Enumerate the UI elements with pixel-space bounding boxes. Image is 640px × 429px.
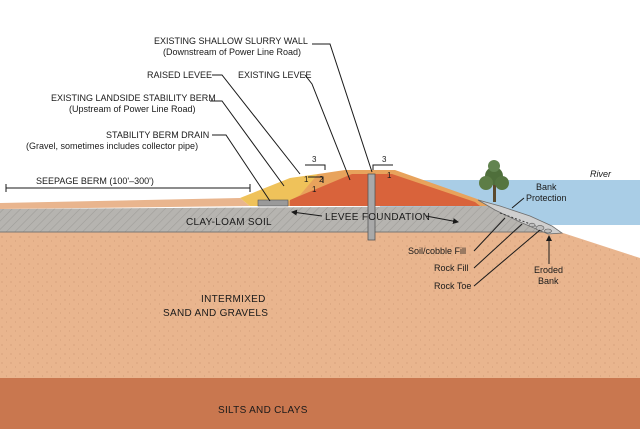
leader-rock-fill: [473, 223, 523, 269]
eroded-bank-line: [499, 212, 549, 232]
arrow-foundation-left: [291, 209, 323, 217]
label-slurry-wall: EXISTING SHALLOW SLURRY WALL: [154, 36, 308, 46]
leader-raised-levee: [212, 74, 301, 175]
label-river: River: [590, 169, 612, 179]
label-silts-clays: SILTS AND CLAYS: [218, 405, 308, 416]
label-levee-foundation: LEVEE FOUNDATION: [325, 212, 430, 223]
label-raised-levee: RAISED LEVEE: [147, 70, 212, 80]
clay-loam-hatch: [0, 206, 560, 232]
slope-inner-3: 1: [312, 185, 317, 194]
label-soil-cobble: Soil/cobble Fill: [408, 246, 466, 256]
slope-inner-1: 1: [304, 175, 309, 184]
leader-landside-berm: [210, 100, 285, 187]
slope-marks: 3 3 2 1 1 1: [304, 155, 393, 194]
leader-existing-levee: [304, 74, 351, 181]
leader-bank-protection: [511, 197, 525, 209]
label-clay-loam: CLAY-LOAM SOIL: [186, 217, 272, 228]
leader-soil-cobble: [473, 217, 506, 252]
slope-top-right: 3: [382, 155, 387, 164]
label-eroded-bank-1: Eroded: [534, 265, 563, 275]
label-seepage-berm: SEEPAGE BERM (100'–300'): [36, 176, 154, 186]
sand-speckle: [0, 232, 640, 378]
slope-outer-1: 1: [387, 171, 392, 180]
slope-top-left: 3: [312, 155, 317, 164]
label-intermixed-1: INTERMIXED: [201, 294, 266, 305]
existing-levee-shape: [290, 174, 480, 206]
label-berm-drain: STABILITY BERM DRAIN: [106, 130, 209, 140]
stability-berm-shape: [240, 174, 318, 206]
label-rock-toe: Rock Toe: [434, 281, 471, 291]
arrow-foundation-right: [425, 215, 459, 225]
berm-drain-shape: [257, 199, 289, 207]
silt-clay-layer: [0, 378, 640, 429]
slurry-wall-shape: [367, 173, 376, 241]
label-existing-levee: EXISTING LEVEE: [238, 70, 312, 80]
tree-icon: [479, 160, 509, 202]
label-bank-protection-2: Protection: [526, 193, 567, 203]
label-berm-drain-sub: (Gravel, sometimes includes collector pi…: [26, 141, 198, 151]
label-landside-berm: EXISTING LANDSIDE STABILITY BERM: [51, 93, 216, 103]
seepage-berm: [0, 198, 250, 209]
label-eroded-bank-2: Bank: [538, 276, 559, 286]
rock-toe-stones: [528, 222, 552, 234]
leader-rock-toe: [473, 229, 541, 287]
leader-slurry-wall: [312, 43, 373, 173]
label-landside-berm-sub: (Upstream of Power Line Road): [69, 104, 196, 114]
label-slurry-wall-sub: (Downstream of Power Line Road): [163, 47, 301, 57]
label-bank-protection-1: Bank: [536, 182, 557, 192]
label-intermixed-2: SAND AND GRAVELS: [163, 308, 268, 319]
slope-inner-2: 2: [319, 175, 324, 184]
label-rock-fill: Rock Fill: [434, 263, 469, 273]
leader-berm-drain: [212, 134, 271, 202]
